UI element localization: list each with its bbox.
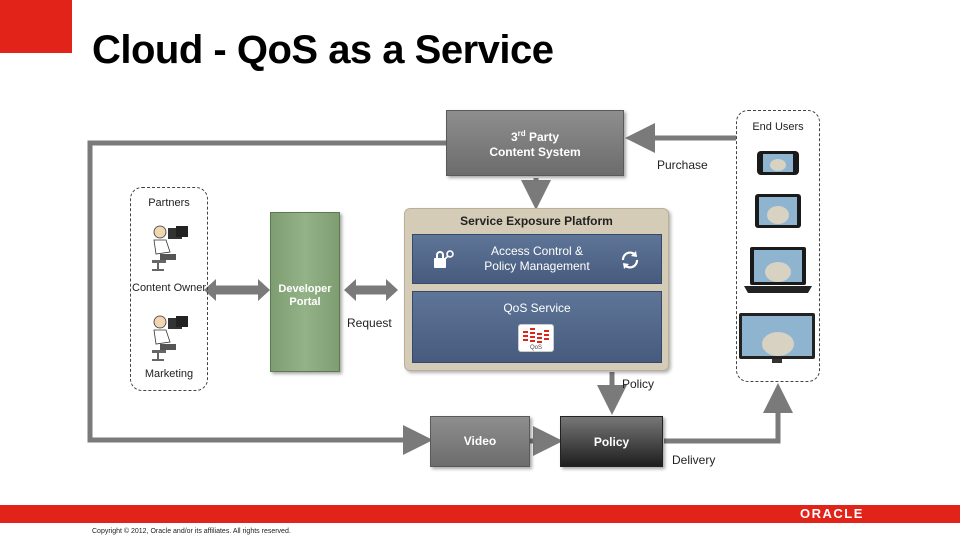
service-exposure-platform-title: Service Exposure Platform: [460, 214, 613, 228]
oracle-logo: ORACLE: [800, 506, 864, 521]
corner-accent: [0, 0, 72, 53]
access-control-line2: Policy Management: [484, 259, 590, 273]
laptop-icon: [744, 247, 812, 293]
footer-bar: [0, 505, 960, 523]
smartphone-icon: [757, 151, 799, 175]
developer-portal-line2: Portal: [289, 296, 321, 308]
marketing-label: Marketing: [144, 368, 194, 380]
delivery-label: Delivery: [672, 453, 716, 467]
content-owner-label: Content Owner: [132, 282, 206, 294]
policy-box-label: Policy: [593, 434, 630, 449]
partners-group: [130, 187, 208, 391]
refresh-icon: [621, 251, 639, 269]
delivery-arrow: [664, 383, 793, 444]
request-label: Request: [347, 316, 392, 330]
developer-portal-box: Developer Portal: [270, 212, 340, 372]
video-box: Video: [430, 416, 530, 467]
tv-icon: [739, 313, 815, 363]
marketing-person-icon: [152, 315, 188, 361]
qos-equalizer-icon: QoS: [518, 324, 554, 352]
tablet-icon: [755, 194, 801, 228]
qos-service-label: QoS Service: [503, 301, 571, 315]
access-control-line1: Access Control &: [490, 244, 584, 258]
end-users-group: [736, 110, 820, 382]
partners-caption: Partners: [148, 197, 190, 209]
key-lock-icon: [434, 250, 454, 268]
content-owner-person-icon: [152, 225, 188, 271]
content-feed-line: [87, 140, 446, 455]
third-party-line1: 3rd Party: [510, 129, 560, 144]
copyright-text: Copyright © 2012, Oracle and/or its affi…: [92, 528, 291, 535]
policy-box: Policy: [560, 416, 663, 467]
developer-portal-line1: Developer: [278, 283, 332, 295]
end-users-caption: End Users: [752, 121, 804, 133]
third-party-content-system-box: 3rd Party Content System: [446, 110, 624, 176]
video-label: Video: [463, 434, 497, 448]
policy-label: Policy: [622, 377, 655, 391]
purchase-label: Purchase: [657, 158, 708, 172]
page-title: Cloud - QoS as a Service: [92, 28, 554, 72]
third-party-line2: Content System: [489, 145, 581, 159]
qos-icon-text: QoS: [529, 345, 542, 351]
access-control-box: Access Control & Policy Management: [412, 234, 662, 284]
